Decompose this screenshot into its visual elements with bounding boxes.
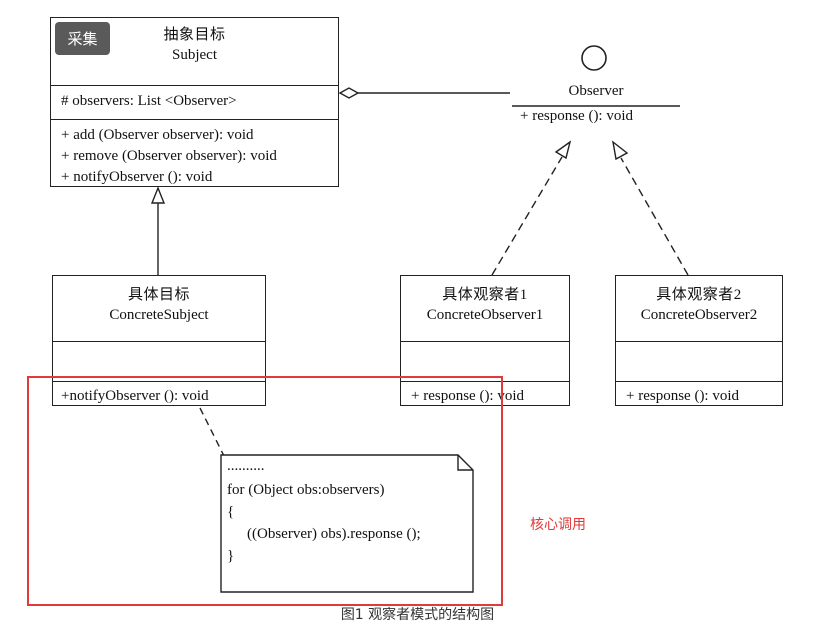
subject-method: + notifyObserver (): void [61, 169, 213, 185]
note-line: ((Observer) obs).response (); [247, 526, 421, 542]
concrete-observer2-header: 具体观察者2 ConcreteObserver2 [616, 276, 782, 341]
subject-attribute: # observers: List <Observer> [61, 93, 237, 109]
concrete-subject-attributes [53, 341, 265, 381]
subject-name-cn: 抽象目标 [163, 27, 226, 43]
note-line: { [227, 504, 235, 520]
aggregation-diamond [338, 87, 360, 99]
concrete-subject-name-en: ConcreteSubject [109, 307, 209, 323]
subject-header: 抽象目标 Subject [51, 18, 338, 85]
concrete-observer2-attributes [616, 341, 782, 381]
note-anchor-line [199, 407, 225, 457]
concrete-observer2-class: 具体观察者2 ConcreteObserver2 + response (): … [615, 275, 783, 406]
concrete-observer2-name-en: ConcreteObserver2 [640, 307, 758, 323]
subject-name-en: Subject [172, 47, 217, 63]
concrete-subject-name-cn: 具体目标 [127, 287, 190, 303]
note-line: } [227, 548, 235, 564]
realization-arrow-2 [611, 140, 629, 161]
interface-circle [581, 45, 607, 71]
note-fold [457, 455, 473, 471]
highlight-annotation: 核心调用 [530, 517, 586, 533]
subject-method: + add (Observer observer): void [61, 127, 254, 143]
concrete-subject-header: 具体目标 ConcreteSubject [53, 276, 265, 341]
observer-name: Observer [568, 83, 624, 99]
concrete-subject-methods: +notifyObserver (): void [53, 381, 265, 407]
generalization-arrow [150, 186, 166, 204]
concrete-observer1-header: 具体观察者1 ConcreteObserver1 [401, 276, 569, 341]
subject-methods: + add (Observer observer): void + remove… [51, 119, 338, 188]
concrete-subject-method: +notifyObserver (): void [61, 388, 209, 404]
concrete-observer1-name-en: ConcreteObserver1 [426, 307, 544, 323]
concrete-observer1-methods: + response (): void [401, 381, 569, 407]
note-shape [220, 454, 474, 593]
concrete-subject-class: 具体目标 ConcreteSubject +notifyObserver ():… [52, 275, 266, 406]
collect-button[interactable]: 采集 [55, 22, 110, 55]
realization-line-1 [491, 156, 563, 276]
note-text: .......... for (Object obs:observers) { … [221, 455, 473, 592]
concrete-observer1-class: 具体观察者1 ConcreteObserver1 + response (): … [400, 275, 570, 406]
highlight-box [27, 376, 503, 606]
concrete-observer1-method: + response (): void [411, 388, 525, 404]
concrete-observer2-name-cn: 具体观察者2 [656, 287, 742, 303]
subject-method: + remove (Observer observer): void [61, 148, 277, 164]
figure-caption: 图1 观察者模式的结构图 [340, 607, 495, 623]
concrete-observer2-method: + response (): void [626, 388, 740, 404]
note-line: for (Object obs:observers) [227, 482, 385, 498]
concrete-observer1-attributes [401, 341, 569, 381]
realization-line-2 [620, 157, 689, 276]
observer-method: + response (): void [520, 108, 634, 124]
realization-arrow-1 [554, 140, 572, 160]
note-line: .......... [227, 458, 265, 474]
subject-attributes: # observers: List <Observer> [51, 85, 338, 119]
concrete-observer2-methods: + response (): void [616, 381, 782, 407]
concrete-observer1-name-cn: 具体观察者1 [442, 287, 528, 303]
